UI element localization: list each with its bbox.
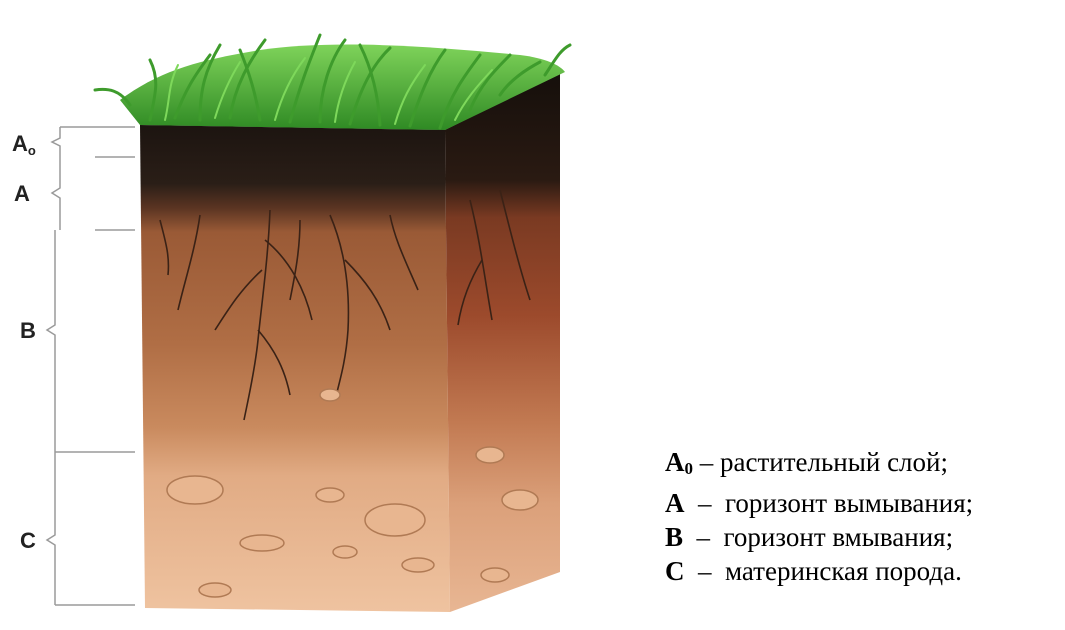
soil-front-face [140, 125, 450, 612]
legend-item-a0: A0 – растительный слой; [665, 445, 1055, 486]
legend-item-c: C – материнская порода. [665, 554, 1055, 588]
diagram-label-b: B [20, 318, 36, 343]
legend-key-b: B [665, 522, 683, 552]
legend-text-c: материнская порода. [725, 556, 962, 586]
legend-separator: – [685, 488, 726, 518]
legend-key-c: C [665, 556, 685, 586]
legend-key-a0: A0 [665, 447, 693, 477]
legend-text-a0: растительный слой; [720, 447, 948, 477]
diagram-label-a0: Ao [12, 131, 36, 158]
legend-separator: – [685, 556, 726, 586]
legend-separator: – [693, 447, 720, 477]
diagram-label-c: C [20, 528, 36, 553]
soil-profile-diagram: Ao A B C [0, 0, 640, 630]
legend-text-a: горизонт вымывания; [725, 488, 973, 518]
horizon-legend: A0 – растительный слой; A – горизонт вым… [665, 445, 1055, 588]
legend-separator: – [683, 522, 724, 552]
legend-key-a: A [665, 488, 685, 518]
legend-item-b: B – горизонт вмывания; [665, 520, 1055, 554]
legend-item-a: A – горизонт вымывания; [665, 486, 1055, 520]
soil-side-face [445, 72, 560, 612]
legend-text-b: горизонт вмывания; [724, 522, 954, 552]
horizon-brackets [47, 127, 135, 605]
diagram-label-a: A [14, 181, 30, 206]
